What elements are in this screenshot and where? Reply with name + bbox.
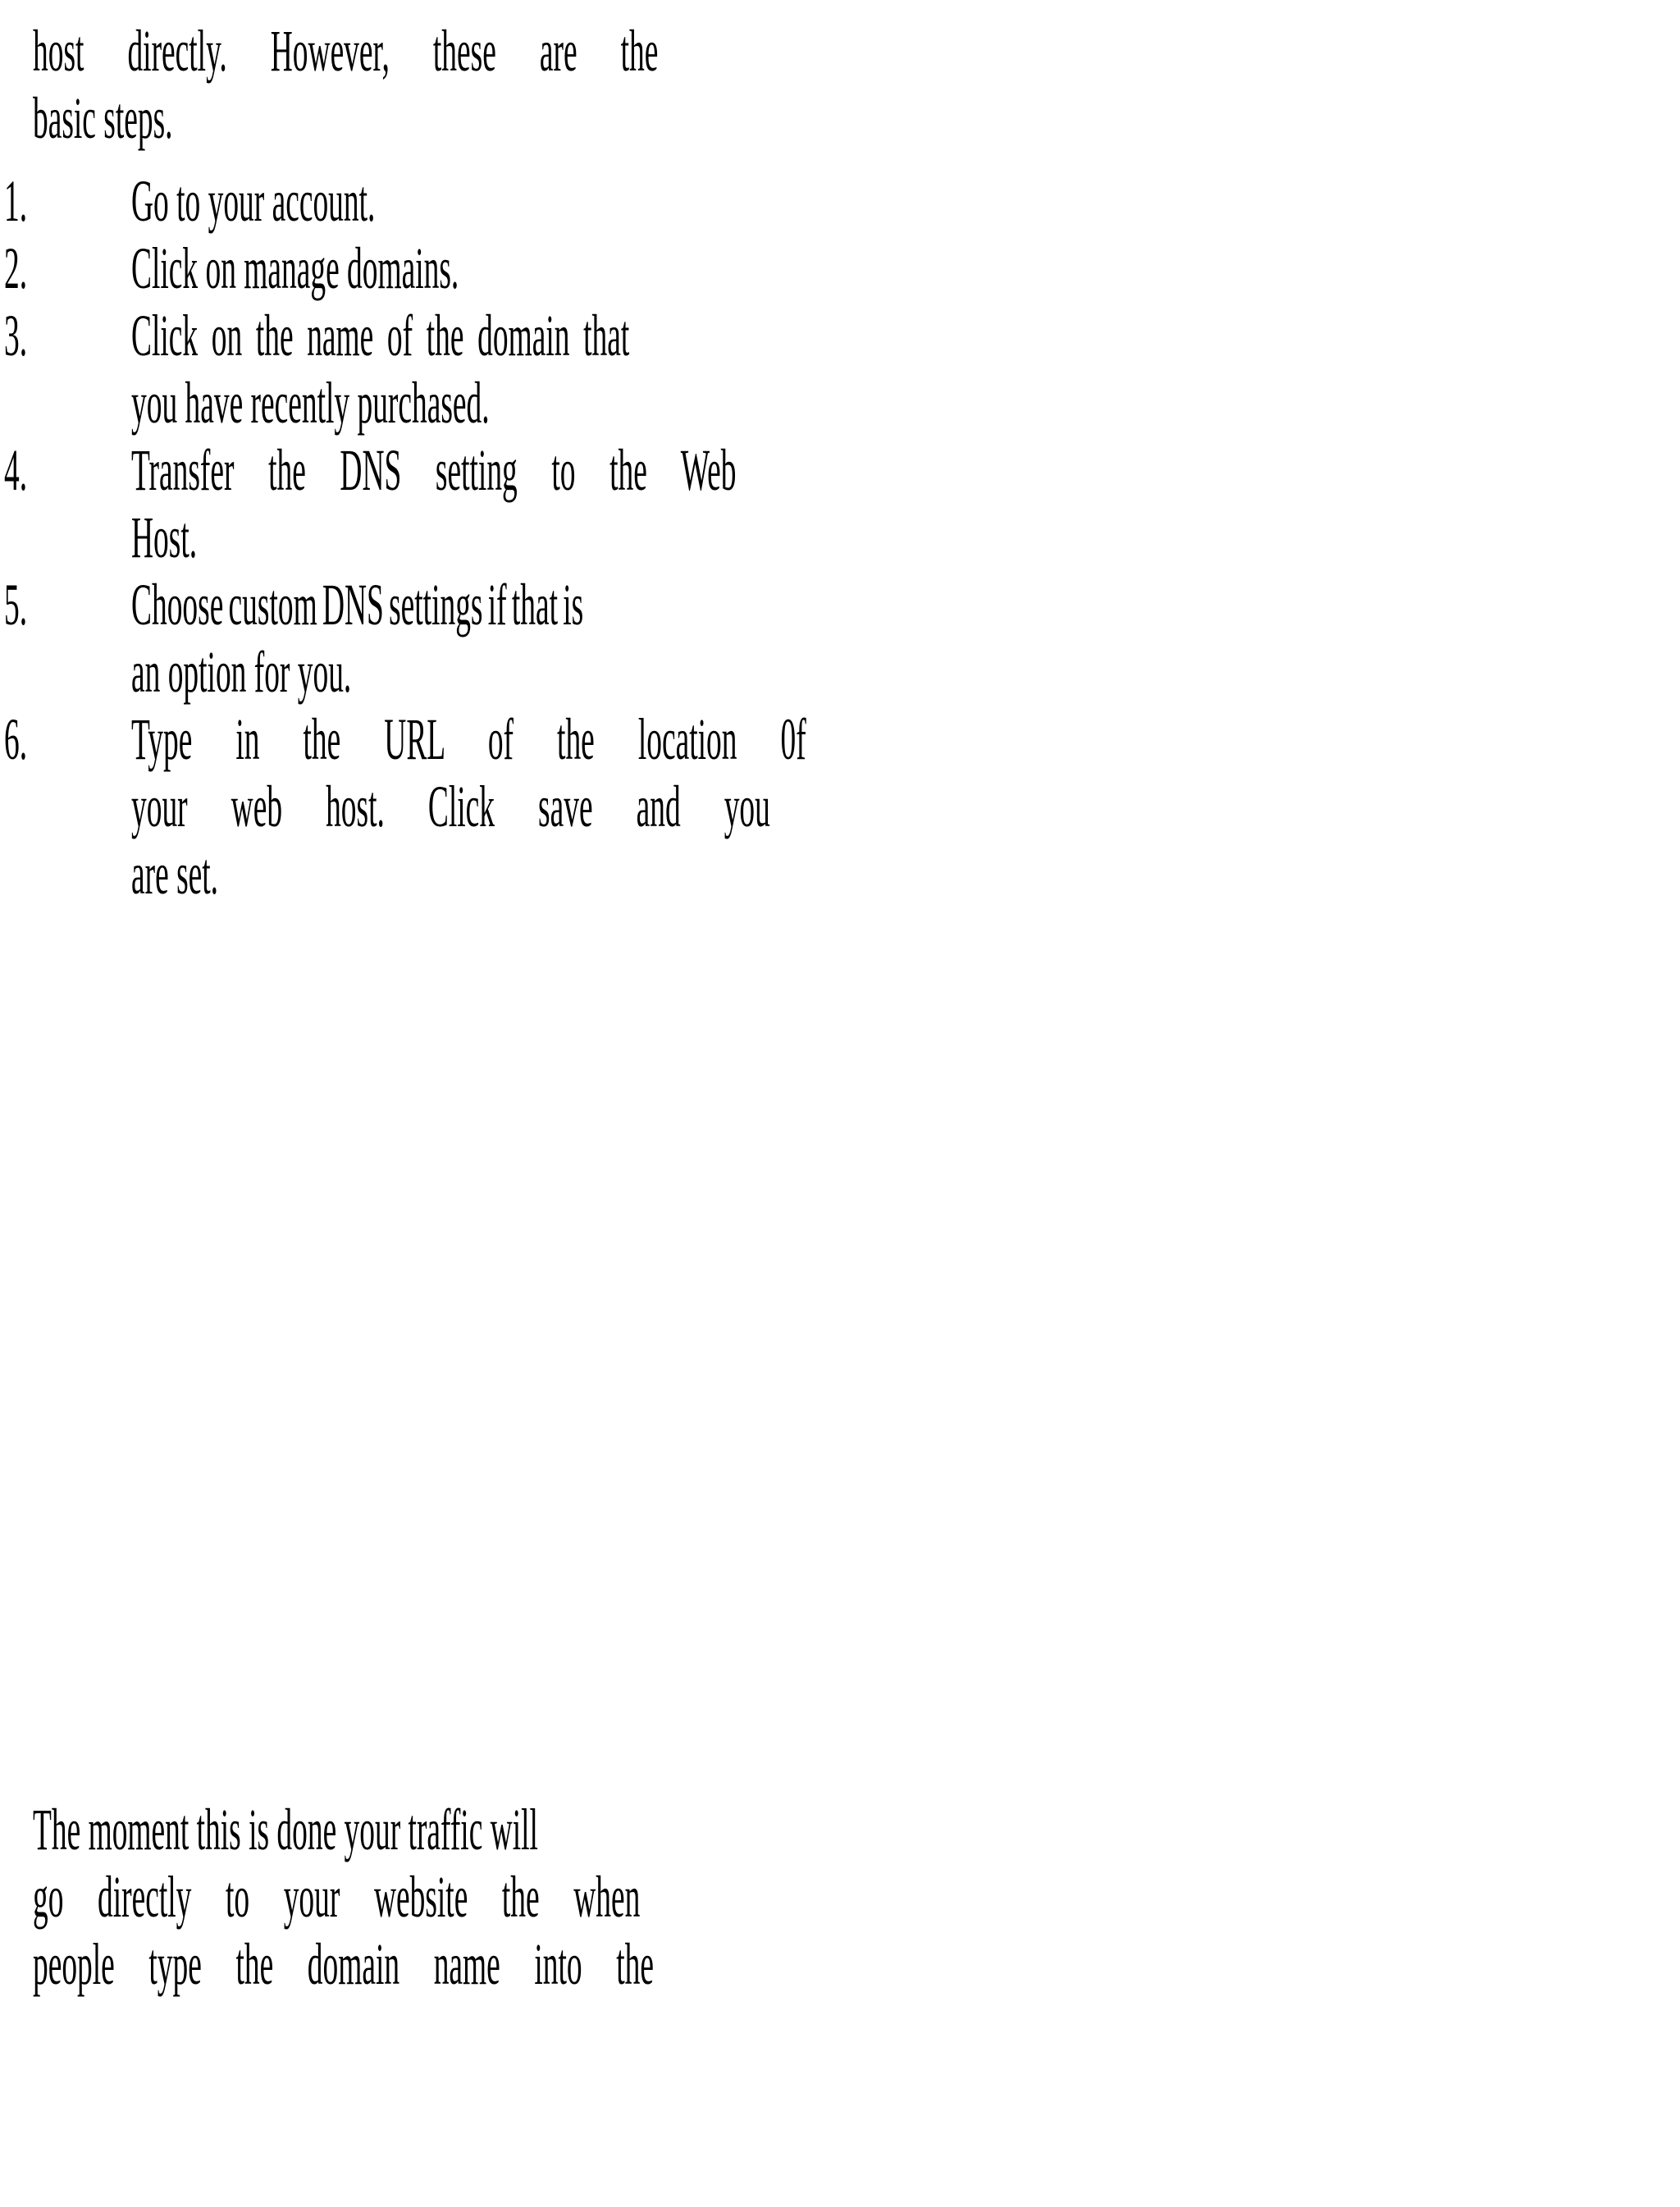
list-item-line: your web host. Click save and you xyxy=(131,774,770,839)
list-item-line: Choose custom DNS settings if that is xyxy=(131,572,584,637)
list-item-line: an option for you. xyxy=(131,639,352,705)
paragraph-line: The moment this is done your traffic wil… xyxy=(33,1797,538,1862)
list-item-line: are set. xyxy=(131,841,219,907)
list-item-body: Go to your account. xyxy=(131,168,1614,234)
list-marker: 6. xyxy=(4,706,28,772)
list-item-line: Click on manage domains. xyxy=(131,235,459,301)
list-item-line: Type in the URL of the location 0f xyxy=(131,706,806,772)
list-item-line: Go to your account. xyxy=(131,168,376,234)
list-marker: 5. xyxy=(4,572,28,637)
list-marker: 1. xyxy=(4,168,28,234)
list-item-line: Host. xyxy=(131,505,198,570)
paragraph-line: people type the domain name into the xyxy=(33,1931,654,1997)
paragraph-line: basic steps. xyxy=(33,85,173,151)
paragraph-line: host directly. However, these are the xyxy=(33,18,659,84)
list-item-line: you have recently purchased. xyxy=(131,370,490,436)
list-marker: 3. xyxy=(4,303,28,368)
list-marker: 4. xyxy=(4,437,28,503)
list-item-body: Click on manage domains. xyxy=(131,235,1614,301)
list-marker: 2. xyxy=(4,235,28,301)
list-item-line: Click on the name of the domain that xyxy=(131,303,630,368)
paragraph-line: go directly to your website the when xyxy=(33,1864,641,1930)
list-item-line: Transfer the DNS setting to the Web xyxy=(131,437,737,503)
